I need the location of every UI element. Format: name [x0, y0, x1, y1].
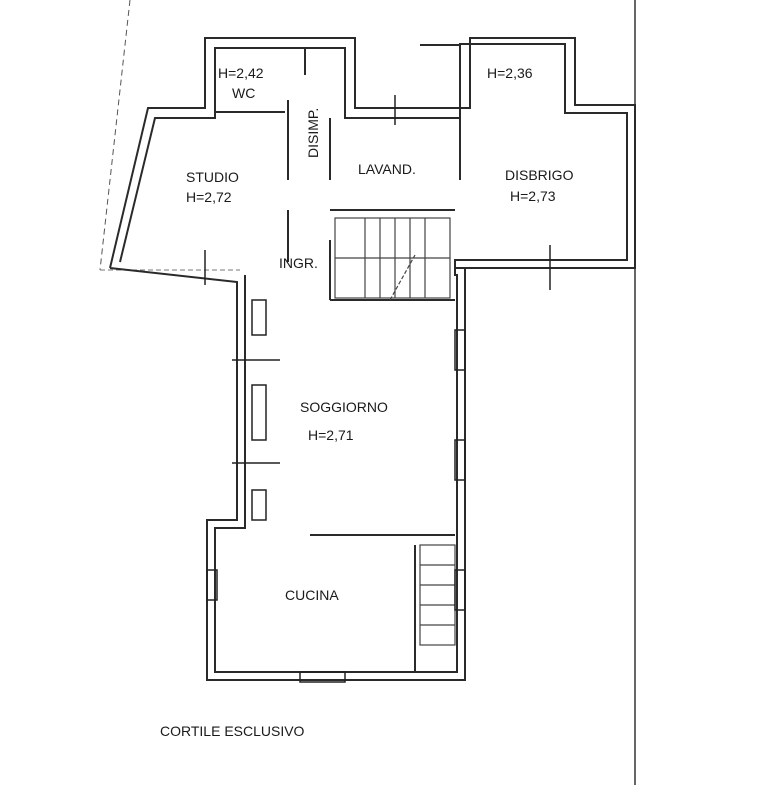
disbrigo-height: H=2,73	[510, 188, 556, 204]
courtyard-label: CORTILE ESCLUSIVO	[160, 723, 305, 739]
ripostiglio-height: H=2,36	[487, 65, 533, 81]
openings	[204, 95, 551, 683]
disbrigo-label: DISBRIGO	[505, 167, 574, 183]
disimpegno-label: DISIMP.	[305, 108, 321, 158]
wc-height: H=2,42	[218, 65, 264, 81]
partitions	[215, 44, 461, 672]
studio-height: H=2,72	[186, 189, 232, 205]
inner-wall	[119, 43, 628, 673]
soggiorno-height: H=2,71	[308, 427, 354, 443]
wc-label: WC	[232, 85, 255, 101]
staircase	[334, 217, 456, 646]
lavanderia-label: LAVAND.	[358, 161, 416, 177]
outer-wall	[109, 37, 636, 681]
ingresso-label: INGR.	[279, 255, 318, 271]
studio-label: STUDIO	[186, 169, 239, 185]
cucina-label: CUCINA	[285, 587, 339, 603]
property-boundary-left	[99, 0, 131, 271]
soggiorno-label: SOGGIORNO	[300, 399, 388, 415]
